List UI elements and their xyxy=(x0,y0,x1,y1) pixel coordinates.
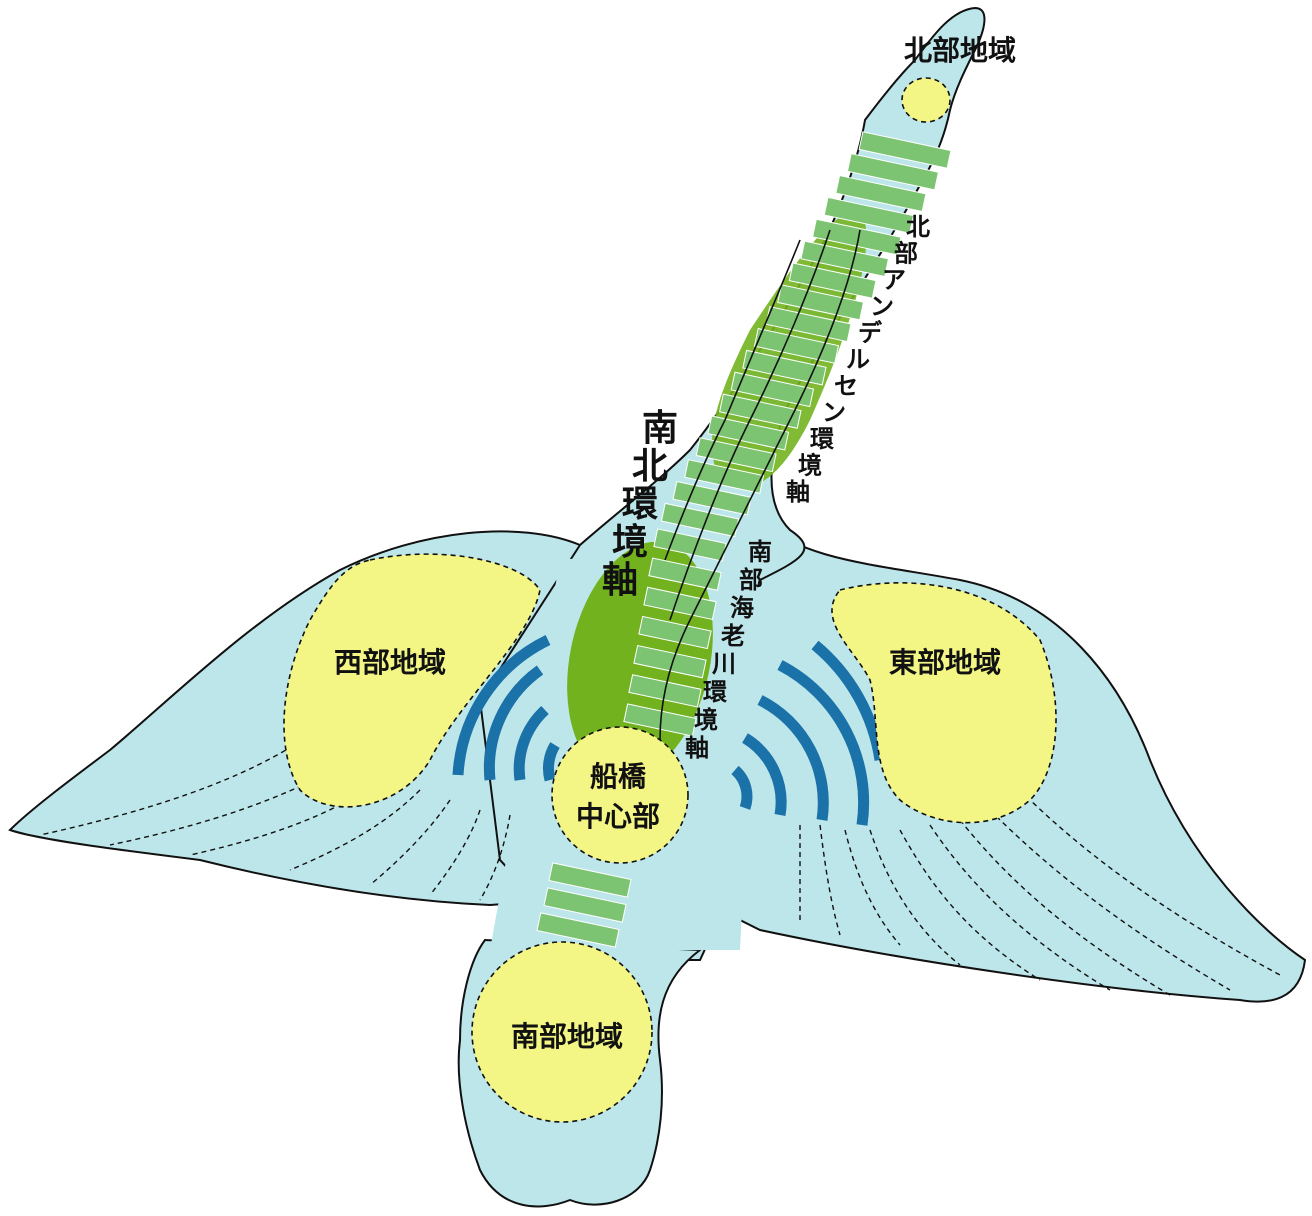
axis-stripe xyxy=(753,327,840,364)
axis-stripe xyxy=(742,349,827,386)
axis-stripe xyxy=(812,218,902,256)
axis-stripe xyxy=(730,371,815,408)
axis-stripe xyxy=(638,615,712,650)
south-region xyxy=(471,941,653,1123)
center-label-line1: 船橋 xyxy=(590,760,647,793)
west-region-label: 西部地域 xyxy=(334,646,446,679)
east-region xyxy=(831,582,1057,824)
axis-stripe xyxy=(633,644,707,679)
green-axis-stripes xyxy=(536,131,952,948)
south-region-label: 南部地域 xyxy=(511,1020,623,1053)
axis-stripe xyxy=(718,393,802,429)
west-region xyxy=(283,553,541,808)
center-region xyxy=(551,726,689,864)
axis-stripe xyxy=(777,284,865,321)
west-arcs xyxy=(452,635,560,782)
axis-stripe xyxy=(707,415,790,451)
axis-stripe xyxy=(536,912,620,948)
axis-lines xyxy=(659,229,861,741)
north-region-circle xyxy=(901,77,951,123)
north-andersen-axis-label: 北部アンデルセン環境軸 xyxy=(786,213,930,506)
axis-stripe xyxy=(846,153,939,191)
axis-stripe xyxy=(823,196,915,234)
axis-stripe xyxy=(643,586,717,621)
axis-stripe xyxy=(835,174,927,213)
north-south-axis-label: 南北環境軸 xyxy=(602,408,678,601)
center-label-line2: 中心部 xyxy=(576,800,660,833)
axis-stripe xyxy=(543,887,627,923)
regions xyxy=(283,77,1057,1123)
north-region-label: 北部地域 xyxy=(904,34,1016,67)
axis-stripe xyxy=(548,862,632,898)
east-arcs xyxy=(731,640,886,826)
axis-stripe xyxy=(858,131,952,169)
south-ebigawa-axis-label: 南部海老川環境軸 xyxy=(685,538,772,762)
axis-stripe xyxy=(788,262,877,299)
east-region-label: 東部地域 xyxy=(889,646,1001,679)
labels: 北部地域 西部地域 東部地域 南部地域 船橋 中心部 xyxy=(334,34,1016,1053)
